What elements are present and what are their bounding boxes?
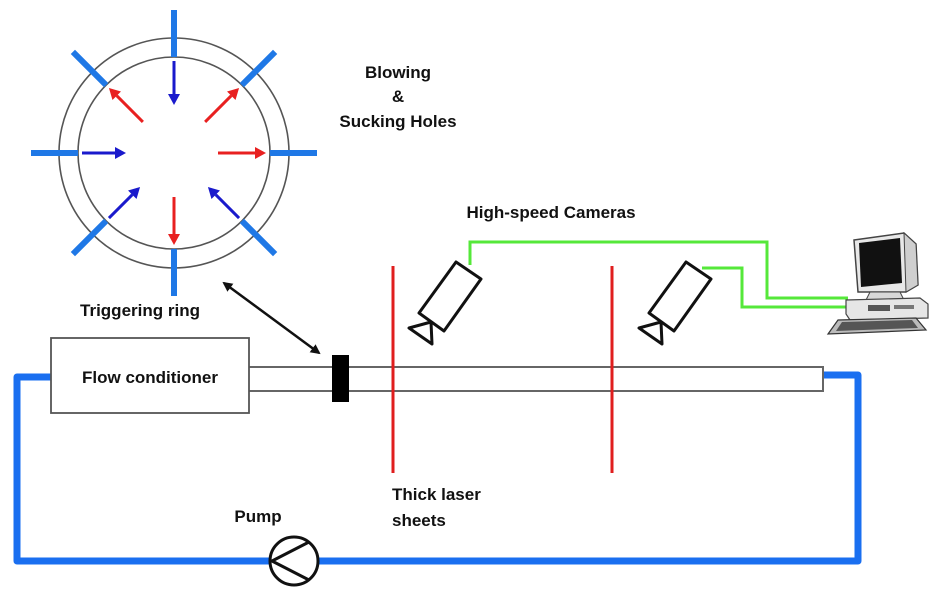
blowing-label-line2: &: [392, 87, 404, 106]
camera-1-cable: [468, 240, 848, 300]
outflow-arrow-top-right: [204, 87, 240, 123]
camera-2-cable: [702, 266, 848, 309]
inflow-arrow-bottom-right: [207, 186, 241, 220]
camera-1-lens: [407, 320, 434, 346]
inflow-arrow-left: [82, 147, 126, 159]
camera-2-body: [647, 260, 713, 333]
triggering-ring-label: Triggering ring: [80, 301, 200, 320]
outflow-arrow-right: [218, 147, 266, 159]
high-speed-camera-1: [407, 260, 483, 346]
flow-loop-pipe: [13, 371, 862, 565]
ring-pointer-arrow: [222, 281, 321, 355]
inflow-arrow-bottom-left: [107, 186, 141, 220]
flow-conditioner-label: Flow conditioner: [82, 368, 218, 387]
triggering-ring-block: [332, 355, 349, 402]
outflow-arrow-top-left: [108, 87, 144, 123]
inflow-arrow-top: [168, 61, 180, 105]
hole-stub-bottom-left: [70, 218, 109, 257]
ring-cross-section: [31, 10, 317, 296]
hole-stub-top-right: [239, 49, 278, 88]
blowing-label-line3: Sucking Holes: [339, 112, 456, 131]
pump-triangle: [270, 540, 310, 582]
cameras-label: High-speed Cameras: [466, 203, 635, 222]
outflow-arrow-bottom: [168, 197, 180, 245]
computer-icon: [826, 231, 929, 335]
pump-symbol: [268, 535, 320, 587]
camera-1-body: [417, 260, 483, 333]
hole-stub-top-left: [70, 49, 109, 88]
camera-2-lens: [637, 320, 664, 346]
blowing-label-line1: Blowing: [365, 63, 431, 82]
laser-label-line2: sheets: [392, 511, 446, 530]
flow-conditioner-box: [50, 337, 250, 414]
flow-arrows: [82, 61, 266, 245]
hole-stub-bottom-right: [239, 218, 278, 257]
hole-stubs: [31, 10, 317, 296]
pump-label: Pump: [234, 507, 281, 526]
laser-label-line1: Thick laser: [392, 485, 481, 504]
high-speed-camera-2: [637, 260, 713, 346]
pump-circle: [268, 535, 320, 587]
